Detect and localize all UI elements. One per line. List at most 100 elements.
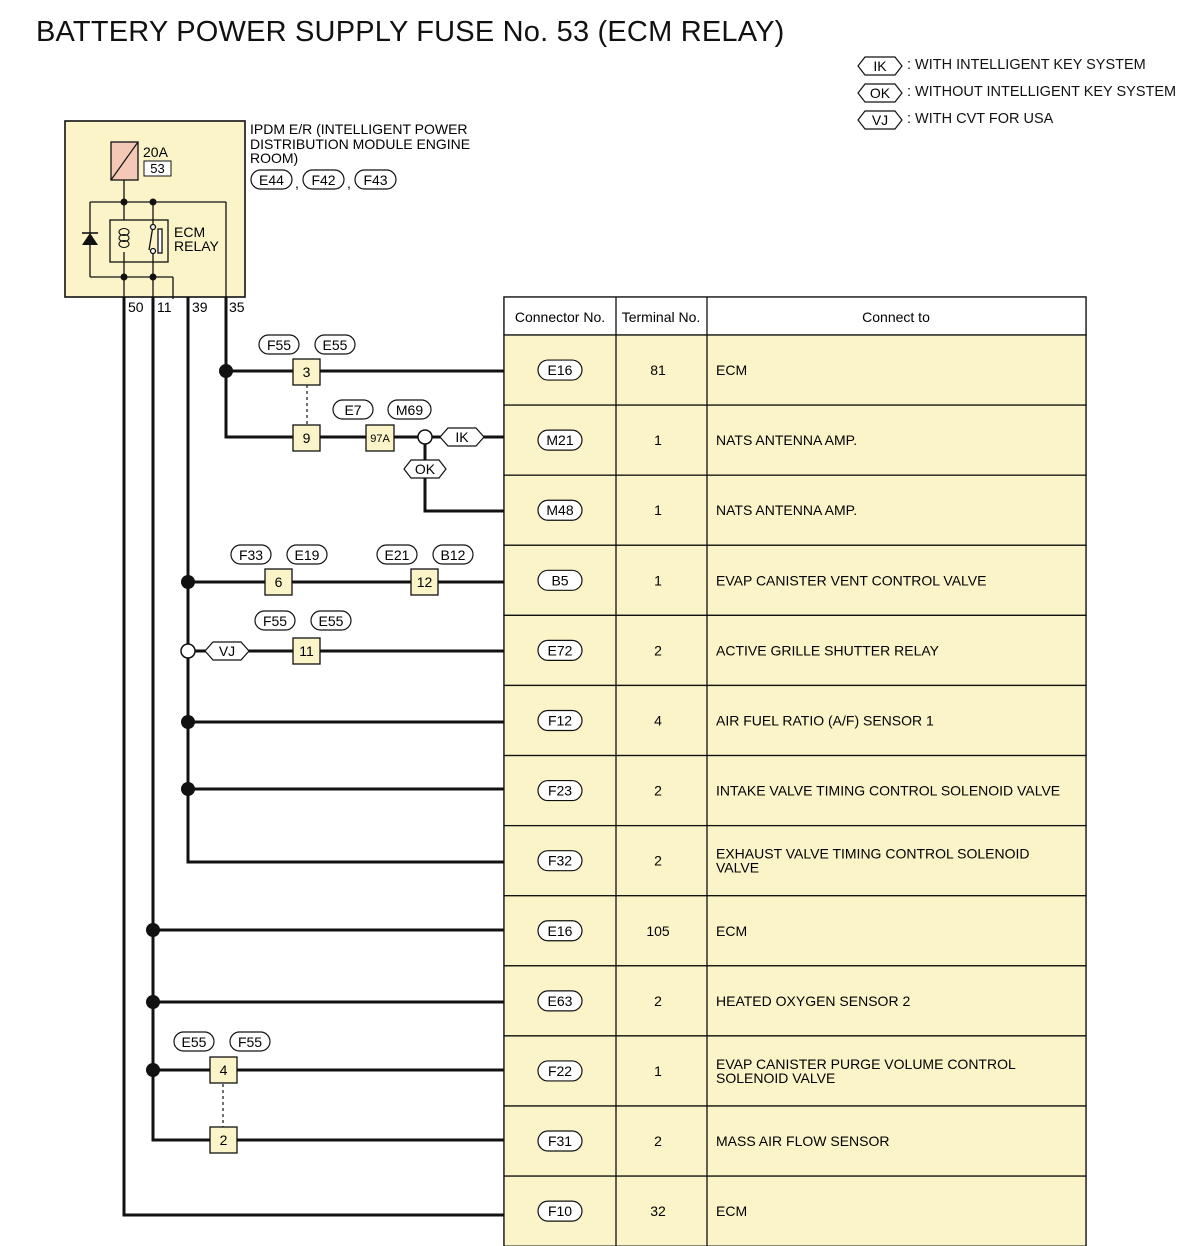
comma: , bbox=[295, 175, 299, 191]
connector-oval bbox=[537, 779, 583, 802]
fuse-53: 20A 53 bbox=[110, 141, 172, 181]
oval-e19 bbox=[286, 544, 328, 565]
oval-e7 bbox=[332, 399, 374, 420]
fuse-rating: 20A bbox=[143, 144, 169, 160]
comma: , bbox=[347, 175, 351, 191]
connector-oval bbox=[537, 920, 583, 942]
svg-text:E21: E21 bbox=[385, 547, 410, 563]
connector-box-11 bbox=[292, 637, 321, 665]
connector-no: F12 bbox=[548, 712, 572, 728]
terminal-39: 39 bbox=[192, 299, 208, 315]
svg-text:B12: B12 bbox=[441, 547, 466, 563]
oval-e55 bbox=[173, 1031, 215, 1052]
legend-text: : WITH CVT FOR USA bbox=[907, 111, 1054, 127]
connector-oval bbox=[537, 1060, 583, 1082]
connector-id-ovals: F55 E55 E7 M69 F33 E19 E21 B12 F55 E55 E… bbox=[173, 334, 474, 1052]
connector-no: M21 bbox=[546, 432, 573, 448]
oval-e21 bbox=[376, 544, 418, 565]
table-row-bg bbox=[503, 895, 1087, 967]
connector-oval bbox=[537, 1130, 583, 1152]
connector-box-12 bbox=[410, 568, 439, 596]
connect-to-text: INTAKE VALVE TIMING CONTROL SOLENOID VAL… bbox=[716, 783, 1060, 799]
connector-oval bbox=[537, 709, 583, 732]
connector-no: E16 bbox=[548, 362, 573, 378]
terminal-35: 35 bbox=[229, 299, 245, 315]
terminal-50: 50 bbox=[128, 299, 144, 315]
connect-to-text: MASS AIR FLOW SENSOR bbox=[716, 1133, 889, 1149]
ik-tag-icon: IK bbox=[439, 427, 485, 447]
connect-to-text: HEATED OXYGEN SENSOR 2 bbox=[716, 993, 910, 1009]
connect-to-text: ECM bbox=[716, 362, 747, 378]
terminal-no: 1 bbox=[654, 502, 662, 518]
connect-to-text: ACTIVE GRILLE SHUTTER RELAY bbox=[716, 642, 940, 658]
connector-oval bbox=[537, 639, 583, 662]
table-row-bg bbox=[503, 824, 1087, 897]
connector-4-label: 4 bbox=[220, 1062, 228, 1078]
header-connector: Connector No. bbox=[515, 309, 605, 325]
header-connect-to: Connect to bbox=[862, 309, 930, 325]
connector-3-label: 3 bbox=[303, 364, 311, 380]
connector-no: E16 bbox=[548, 923, 573, 939]
oval-m69 bbox=[387, 399, 432, 420]
connector-oval bbox=[537, 1200, 583, 1222]
fuse-number: 53 bbox=[150, 161, 164, 176]
oval-f55 bbox=[254, 610, 296, 631]
ik-tag-icon: IK bbox=[857, 56, 903, 76]
svg-text:VJ: VJ bbox=[219, 643, 235, 659]
svg-text:F42: F42 bbox=[311, 172, 335, 188]
junction-dot bbox=[219, 364, 233, 378]
connector-box-4 bbox=[209, 1056, 238, 1084]
connector-2-label: 2 bbox=[220, 1132, 228, 1148]
terminal-no: 32 bbox=[650, 1203, 666, 1219]
connector-11-label: 11 bbox=[299, 643, 314, 659]
legend-code: IK bbox=[873, 58, 887, 74]
vj-tag-icon: VJ bbox=[857, 110, 903, 130]
connector-no: E72 bbox=[548, 642, 573, 658]
connector-oval bbox=[537, 359, 583, 381]
ipdm-label-line-3: ROOM) bbox=[250, 150, 298, 166]
svg-text:E7: E7 bbox=[344, 402, 361, 418]
table-row-bg bbox=[503, 614, 1087, 687]
terminal-no: 1 bbox=[654, 432, 662, 448]
relay-coil-icon bbox=[118, 227, 130, 249]
connector-box-2 bbox=[209, 1126, 238, 1154]
connect-to-text: EVAP CANISTER PURGE VOLUME CONTROL bbox=[716, 1056, 1016, 1072]
diode-icon bbox=[82, 232, 98, 245]
terminal-11: 11 bbox=[157, 299, 172, 315]
junction-dot bbox=[146, 1063, 160, 1077]
junction-dot bbox=[146, 995, 160, 1009]
table-header-row bbox=[503, 296, 1087, 336]
connector-12-label: 12 bbox=[417, 574, 433, 590]
junction-dot bbox=[120, 273, 128, 281]
connector-no: F22 bbox=[548, 1063, 572, 1079]
junction-dot bbox=[149, 198, 157, 206]
wire-f31 bbox=[151, 297, 504, 1142]
ipdm-label-line-1: IPDM E/R (INTELLIGENT POWER bbox=[250, 121, 468, 137]
table-row-bg bbox=[503, 684, 1087, 757]
relay-switch-icon bbox=[148, 223, 163, 255]
connector-no: F31 bbox=[548, 1133, 572, 1149]
terminal-no: 1 bbox=[654, 1063, 662, 1079]
connector-97a-label: 97A bbox=[370, 433, 390, 445]
table-row-bg bbox=[503, 334, 1087, 406]
connector-no: E63 bbox=[548, 993, 573, 1009]
junction-dot bbox=[181, 782, 195, 796]
oval-f55 bbox=[258, 334, 300, 355]
connector-box-9 bbox=[292, 424, 321, 452]
connector-box-97a bbox=[365, 424, 395, 452]
ipdm-connector-f42: F42 bbox=[302, 169, 345, 190]
connect-to-text: ECM bbox=[716, 1203, 747, 1219]
oval-e55 bbox=[310, 610, 352, 631]
open-junction-dot bbox=[180, 643, 196, 659]
